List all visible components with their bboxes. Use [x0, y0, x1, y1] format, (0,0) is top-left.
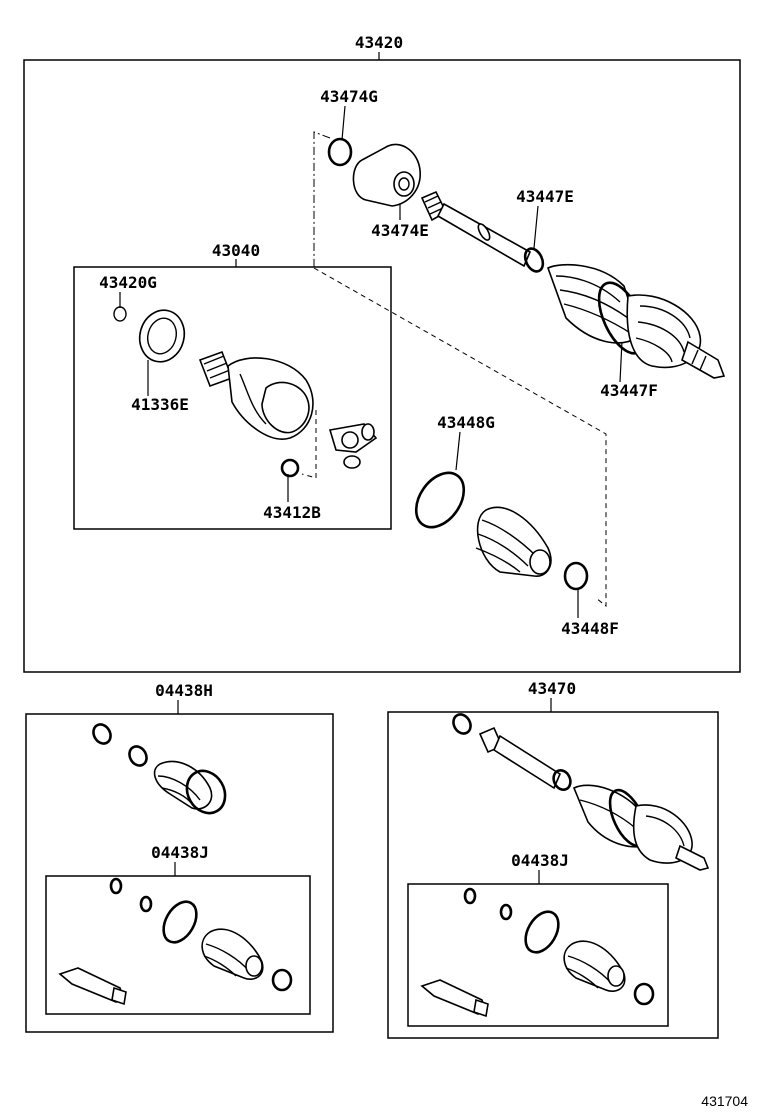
- label-41336e: 41336E: [131, 395, 189, 414]
- drive-shaft-assembly: [420, 190, 726, 379]
- drive-shaft-43470: [452, 713, 710, 871]
- band-43448f: [563, 561, 589, 591]
- label-43470: 43470: [528, 679, 576, 698]
- label-43448f: 43448F: [561, 619, 619, 638]
- label-43040: 43040: [212, 241, 260, 260]
- label-43448g: 43448G: [437, 413, 495, 432]
- inboard-joint-43040: [198, 350, 314, 440]
- boot-kit-04438h: [92, 723, 227, 815]
- assembly-line-1: [313, 131, 331, 268]
- assembly-line-2: [313, 267, 607, 608]
- label-43412b: 43412B: [263, 503, 321, 522]
- box-43420: [23, 59, 741, 673]
- boot-kit-04438j-left: [58, 877, 293, 1006]
- boot-kit-04438j-right: [420, 887, 655, 1018]
- clip-43412b: [280, 458, 300, 478]
- band-43448g: [414, 471, 466, 529]
- label-43447f: 43447F: [600, 381, 658, 400]
- box-43470: [387, 711, 719, 1039]
- damper-43474e: [352, 143, 421, 207]
- box-43040: [73, 266, 392, 530]
- label-43474e: 43474E: [371, 221, 429, 240]
- inboard-boot: [475, 506, 552, 577]
- figure-number: 431704: [701, 1093, 748, 1109]
- box-04438h: [25, 713, 334, 1033]
- bushing-41336e: [138, 309, 186, 363]
- assembly-line-3: [301, 410, 317, 479]
- leader-43448g: [455, 431, 461, 471]
- leader-43474g: [341, 105, 346, 141]
- leader-43447e: [533, 205, 539, 249]
- ring-43420g: [113, 306, 127, 322]
- box-04438j-right: [407, 883, 669, 1027]
- label-43420g: 43420G: [99, 273, 157, 292]
- tripod-joint: [328, 423, 378, 469]
- label-43447e: 43447E: [516, 187, 574, 206]
- clamp-43474g: [327, 137, 353, 167]
- label-43474g: 43474G: [320, 87, 378, 106]
- label-43420: 43420: [355, 33, 403, 52]
- label-04438j-right: 04438J: [511, 851, 569, 870]
- label-04438j-left: 04438J: [151, 843, 209, 862]
- label-04438h: 04438H: [155, 681, 213, 700]
- box-04438j-left: [45, 875, 311, 1015]
